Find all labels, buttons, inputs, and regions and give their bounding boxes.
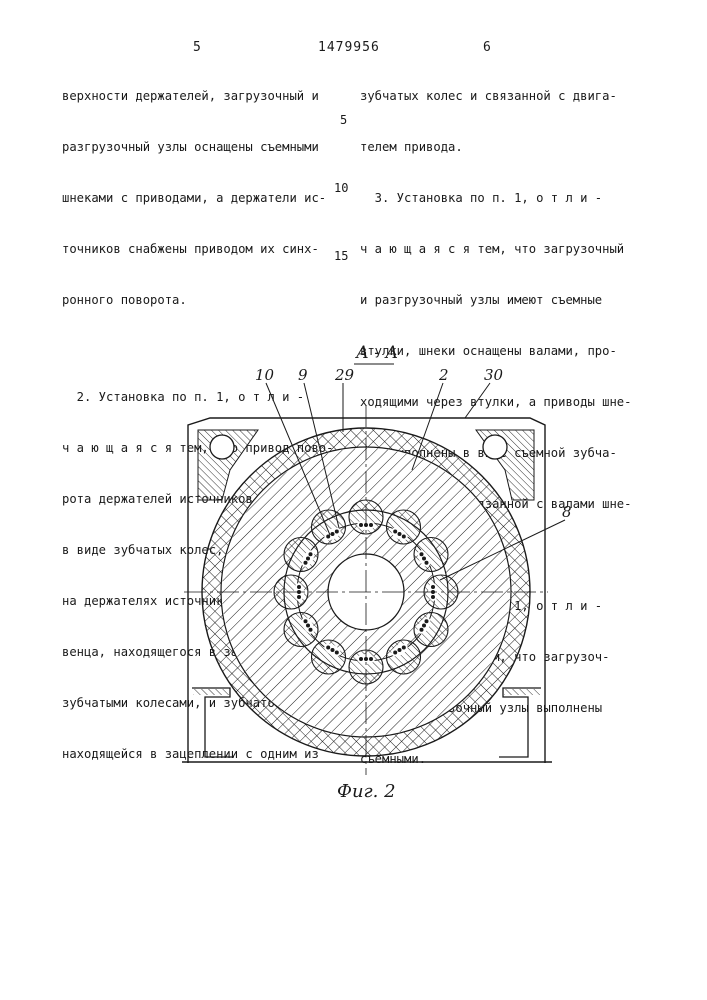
leader-30	[465, 383, 490, 418]
line-number-10: 10	[334, 181, 348, 195]
radiation-source-dot	[431, 595, 435, 599]
radiation-source-dot	[326, 646, 330, 650]
base-plate-right	[504, 689, 540, 695]
base-channel-right	[499, 688, 541, 757]
line-number-15: 15	[334, 249, 348, 263]
radiation-source-dot	[331, 648, 335, 652]
callout-30: 30	[484, 366, 504, 384]
radiation-source-dot	[393, 651, 397, 655]
radiation-source-dot	[297, 585, 301, 589]
radiation-source-dot	[393, 530, 397, 534]
radiation-source-dot	[402, 535, 406, 539]
radiation-source-dot	[359, 657, 363, 661]
radiation-source-dot	[335, 530, 339, 534]
text-line: и разгрузочный узлы имеют съемные	[360, 292, 632, 309]
radiation-source-dot	[335, 651, 339, 655]
radiation-source-dot	[425, 561, 429, 565]
figure-caption: Фиг. 2	[337, 781, 396, 802]
radiation-source-dot	[304, 619, 308, 623]
line-number-5: 5	[340, 113, 347, 127]
text-line: ронного поворота.	[62, 292, 334, 309]
text-line: ч а ю щ а я с я тем, что загрузочный	[360, 241, 632, 258]
callout-2: 2	[438, 366, 449, 384]
radiation-source-dot	[398, 532, 402, 536]
mounting-hole-left	[210, 435, 234, 459]
section-drawing: А - А 10 9	[0, 330, 707, 830]
radiation-source-dot	[309, 628, 313, 632]
radiation-source-dot	[420, 628, 424, 632]
radiation-source-dot	[369, 657, 373, 661]
radiation-source-dot	[304, 561, 308, 565]
radiation-source-dot	[431, 585, 435, 589]
radiation-source-dot	[398, 648, 402, 652]
page-number-left: 5	[193, 40, 202, 55]
text-line: зубчатых колес и связанной с двига-	[360, 88, 632, 105]
radiation-source-dot	[306, 624, 310, 628]
text-line: точников снабжены приводом их синх-	[62, 241, 334, 258]
callout-8: 8	[562, 503, 572, 521]
radiation-source-dot	[420, 552, 424, 556]
text-line: телем привода.	[360, 139, 632, 156]
text-line: верхности держателей, загрузочный и	[62, 88, 334, 105]
radiation-source-dot	[306, 557, 310, 561]
callout-29: 29	[334, 366, 355, 384]
radiation-source-dot	[297, 595, 301, 599]
radiation-source-dot	[422, 557, 426, 561]
page-number-right: 6	[483, 40, 492, 55]
text-line: 3. Установка по п. 1, о т л и -	[360, 190, 632, 207]
callout-9: 9	[298, 366, 308, 384]
patent-number: 1479956	[318, 40, 380, 55]
base-plate-left	[193, 689, 229, 695]
callout-10: 10	[255, 366, 275, 384]
mounting-hole-right	[483, 435, 507, 459]
section-title: А - А	[355, 343, 398, 363]
text-line: разгрузочный узлы оснащены съемными	[62, 139, 334, 156]
radiation-source-dot	[309, 552, 313, 556]
radiation-source-dot	[331, 532, 335, 536]
radiation-source-dot	[359, 523, 363, 527]
radiation-source-dot	[425, 619, 429, 623]
radiation-source-dot	[369, 523, 373, 527]
radiation-source-dot	[402, 646, 406, 650]
text-line: шнеками с приводами, а держатели ис-	[62, 190, 334, 207]
radiation-source-dot	[422, 624, 426, 628]
base-channel-left	[192, 688, 234, 757]
